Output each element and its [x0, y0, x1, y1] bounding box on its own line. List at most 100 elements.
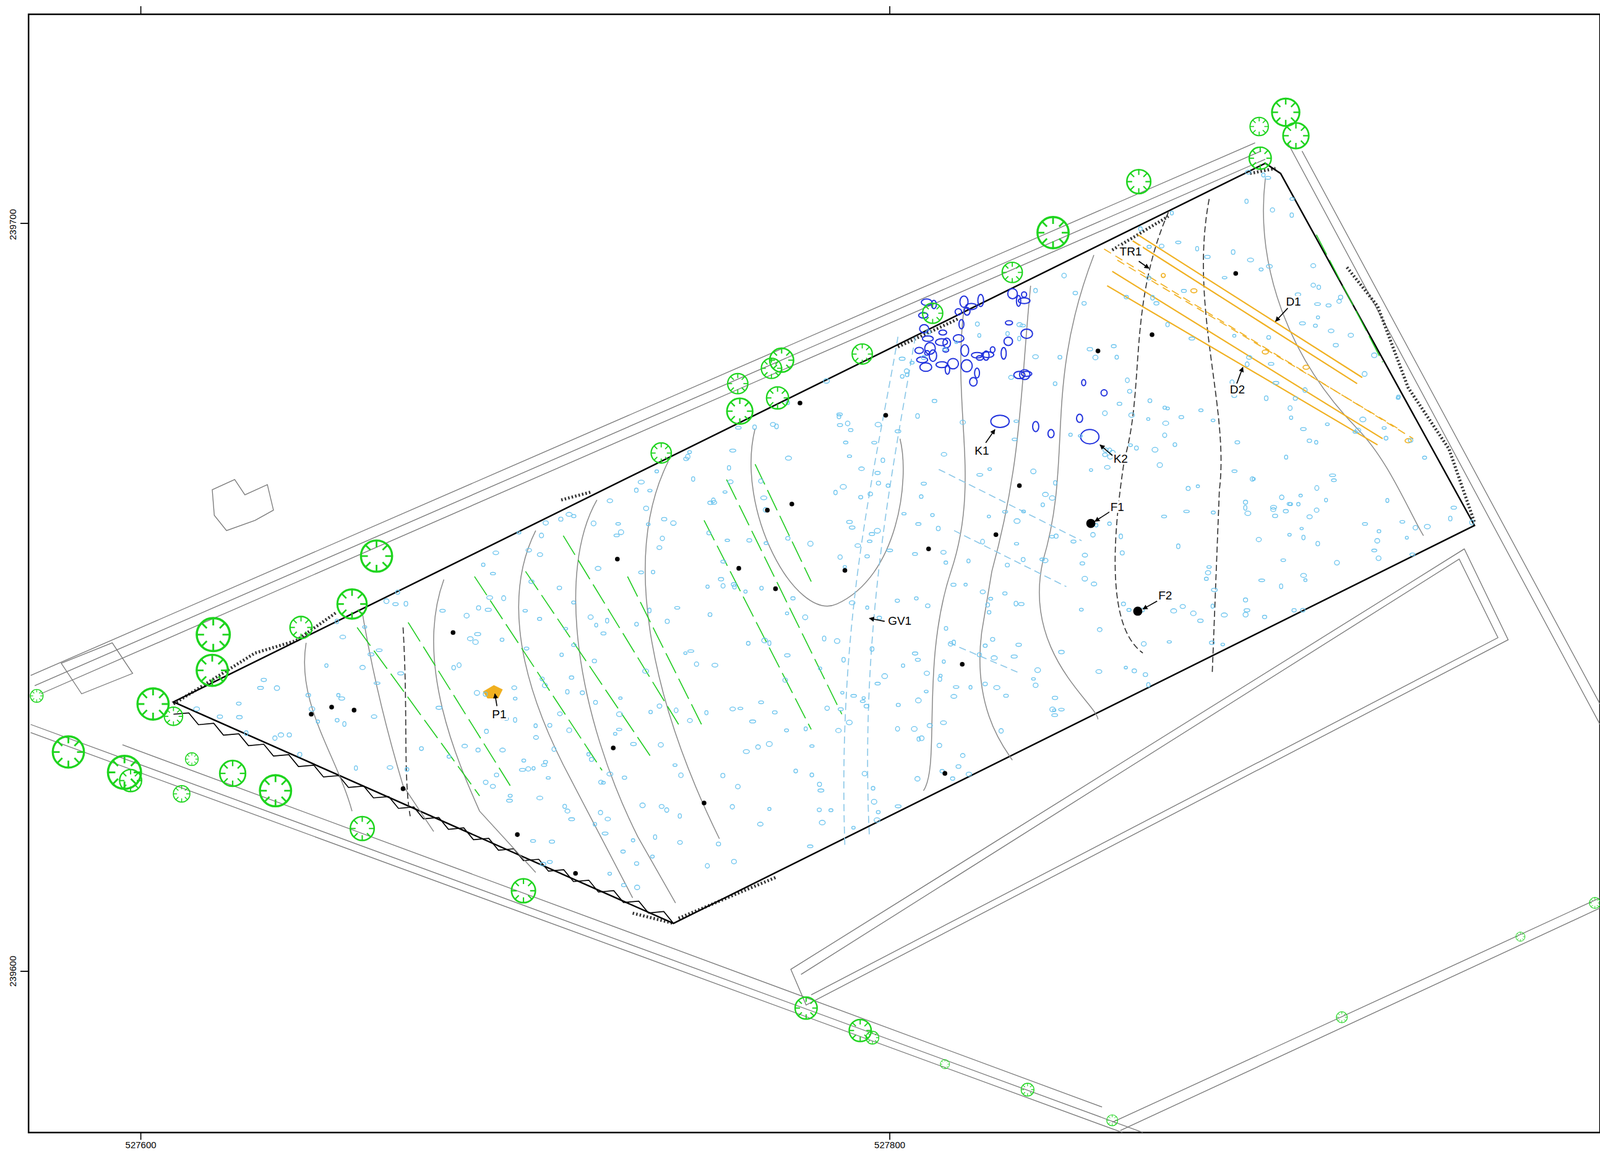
feature-dot	[1362, 522, 1368, 526]
feature-dot	[687, 718, 693, 723]
feature-dot	[926, 723, 933, 729]
feature-dot	[895, 804, 902, 809]
feature-dot	[1243, 597, 1248, 603]
feature-dot	[660, 536, 665, 541]
feature-dot	[618, 529, 624, 535]
tree-symbol	[52, 736, 84, 768]
tree-symbol	[766, 386, 789, 409]
feature-dot	[987, 610, 992, 615]
feature-dot	[1374, 538, 1380, 543]
feature-dot	[1279, 584, 1283, 590]
feature-dot	[1127, 389, 1132, 393]
feature-dot	[845, 421, 850, 427]
feature-dot	[1095, 669, 1102, 674]
feature-dot	[563, 804, 567, 809]
tree-symbol	[866, 1031, 880, 1045]
feature-dot	[638, 571, 644, 575]
feature-dot	[843, 441, 848, 445]
feature-dot	[983, 644, 988, 648]
feature-dot	[1183, 510, 1190, 513]
feature-dot	[1261, 173, 1266, 178]
sample-point	[701, 800, 707, 806]
feature-dot	[1400, 520, 1406, 523]
feature-dot	[1300, 608, 1305, 612]
feature-dot	[867, 540, 873, 543]
feature-dot	[822, 636, 826, 641]
feature-dot	[244, 730, 249, 736]
feature-dot	[537, 552, 543, 557]
feature-dot	[1014, 519, 1021, 525]
feature-dot	[586, 752, 590, 757]
feature-dot	[568, 817, 575, 822]
feature-dot	[261, 678, 267, 682]
feature-dot	[1207, 565, 1212, 568]
feature-dot	[874, 471, 881, 475]
feature-dot	[600, 631, 606, 635]
pit-feature	[977, 294, 984, 307]
feature-dot	[494, 773, 499, 778]
feature-dot	[580, 691, 585, 695]
sample-point	[351, 707, 357, 713]
pit-feature	[961, 360, 973, 372]
feature-dot	[589, 757, 594, 762]
feature-dot	[1424, 524, 1431, 530]
feature-dot	[1317, 285, 1321, 290]
pit-feature	[983, 350, 990, 361]
feature-dot	[342, 721, 346, 727]
feature-dot	[900, 374, 904, 379]
sample-point	[1095, 348, 1101, 354]
feature-dot	[1334, 560, 1340, 566]
feature-dot	[840, 484, 847, 490]
feature-dot	[484, 729, 489, 734]
feature-dot	[919, 494, 924, 499]
feature-dot	[704, 710, 708, 716]
feature-dot	[661, 517, 667, 521]
feature-dot	[646, 522, 651, 526]
feature-dot	[1111, 344, 1117, 348]
feature-dot	[1252, 477, 1256, 481]
feature-dot	[1153, 301, 1159, 306]
feature-dot	[1210, 418, 1215, 422]
feature-dot	[607, 872, 612, 876]
feature-dot	[1119, 533, 1123, 539]
feature-dot	[674, 606, 680, 609]
feature-dot	[921, 355, 927, 361]
pit-feature	[959, 295, 968, 307]
feature-dot	[559, 653, 564, 658]
feature-dot	[678, 813, 682, 818]
feature-dot	[761, 637, 768, 643]
feature-dot	[1003, 694, 1009, 698]
feature-dot	[837, 414, 841, 419]
pit-feature	[990, 347, 996, 353]
feature-dot	[658, 804, 664, 809]
feature-dot	[1141, 641, 1147, 646]
feature-dot	[860, 700, 865, 703]
feature-dot	[1125, 378, 1130, 383]
feature-dot	[876, 481, 881, 486]
feature-dot	[1231, 469, 1237, 473]
feature-dot	[305, 693, 311, 698]
feature-dot	[911, 726, 917, 732]
feature-dot	[657, 704, 663, 709]
pit-feature	[1007, 288, 1018, 299]
feature-dot	[950, 777, 955, 781]
feature-dot	[595, 566, 601, 572]
feature-dot	[864, 554, 870, 559]
sample-point	[942, 770, 948, 776]
tree-symbol	[650, 443, 672, 464]
feature-dot	[941, 452, 947, 456]
sample-point	[572, 871, 578, 877]
tree-symbol	[726, 398, 753, 425]
feature-dot	[1121, 602, 1127, 606]
feature-dot	[525, 548, 532, 552]
feature-dot	[563, 627, 568, 630]
feature-dot	[670, 520, 677, 526]
feature-dot	[616, 728, 622, 731]
feature-dot	[1120, 550, 1125, 555]
feature-dot	[936, 526, 940, 531]
feature-dot	[790, 597, 796, 601]
feature-dot	[606, 498, 613, 503]
sample-point	[329, 704, 335, 710]
feature-dot	[602, 832, 609, 836]
feature-dot	[849, 600, 856, 606]
